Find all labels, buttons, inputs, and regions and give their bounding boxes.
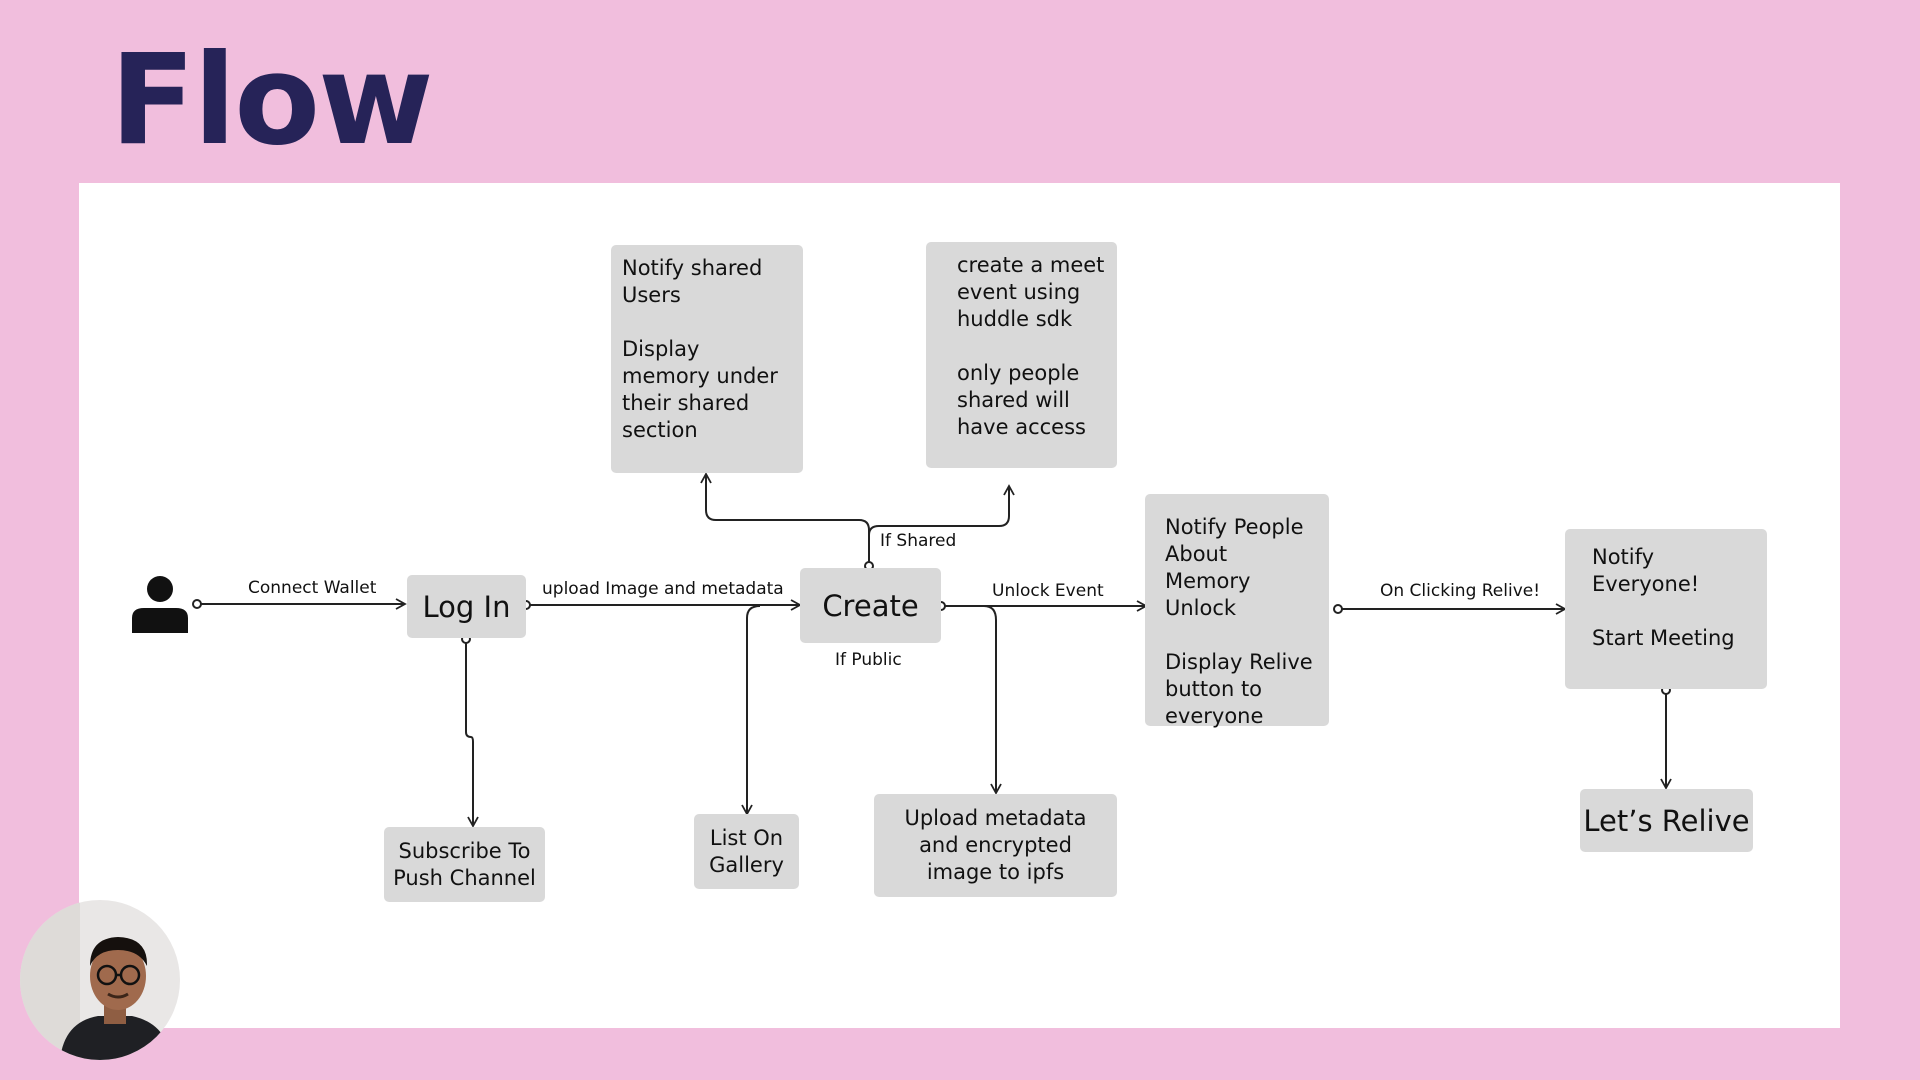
edge-if-shared-right (868, 484, 1015, 536)
edge-login-subscribe (465, 639, 479, 828)
create-node: Create (800, 568, 941, 643)
upload-ipfs-node: Upload metadata and encrypted image to i… (874, 794, 1117, 897)
edge-if-shared-left (700, 472, 870, 566)
edge-label-connect-wallet: Connect Wallet (248, 578, 377, 598)
list-gallery-node: List On Gallery (694, 814, 799, 889)
edge-label-upload-image: upload Image and metadata (542, 579, 784, 599)
notify-unlock-node: Notify People About Memory Unlock Displa… (1145, 494, 1329, 728)
edge-label-if-shared: If Shared (880, 531, 957, 551)
presenter-avatar-icon (20, 900, 180, 1060)
notify-everyone-node: Notify Everyone! Start Meeting (1565, 529, 1767, 689)
edge-upload-ipfs (983, 605, 1002, 795)
log-in-node: Log In (407, 575, 526, 638)
user-icon (132, 576, 188, 633)
subscribe-push-node: Subscribe To Push Channel (384, 827, 545, 902)
edge-if-public-gallery (741, 605, 761, 816)
presenter-avatar (20, 900, 180, 1060)
slide-title: Flow (110, 28, 434, 173)
edge-label-if-public: If Public (835, 650, 902, 670)
notify-shared-node: Notify shared Users Display memory under… (611, 245, 803, 473)
edge-label-on-clicking-relive: On Clicking Relive! (1380, 581, 1541, 601)
edge-label-unlock-event: Unlock Event (992, 581, 1104, 601)
create-meet-node: create a meet event using huddle sdk onl… (926, 242, 1117, 468)
lets-relive-node: Let’s Relive (1580, 789, 1753, 852)
